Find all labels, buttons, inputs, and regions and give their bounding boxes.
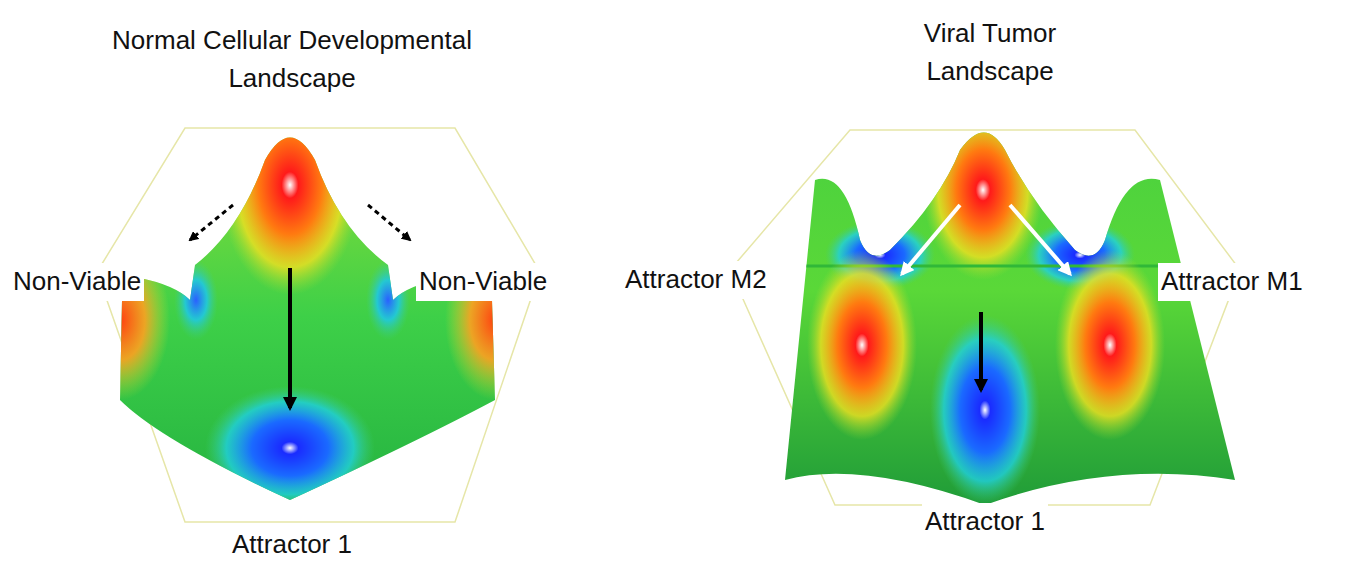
state-label: Non-Viable: [10, 263, 144, 301]
state-label: Non-Viable: [416, 263, 550, 301]
attractor-label: Attractor M2: [622, 261, 770, 299]
down-arrow: [979, 312, 983, 390]
panel-title: Normal Cellular Developmental Landscape: [69, 22, 515, 97]
tumor-surface: [780, 100, 1240, 510]
attractor-label: Attractor 1: [229, 526, 355, 564]
attractor-label: Attractor M1: [1158, 263, 1306, 301]
down-arrow: [288, 268, 292, 408]
white-arrow: [902, 205, 960, 274]
white-arrow: [1010, 205, 1070, 274]
attractor-label: Attractor 1: [922, 503, 1048, 541]
panel-title: Viral Tumor Landscape: [862, 15, 1118, 90]
dashed-arrow: [190, 205, 233, 240]
dashed-arrow: [368, 205, 410, 240]
